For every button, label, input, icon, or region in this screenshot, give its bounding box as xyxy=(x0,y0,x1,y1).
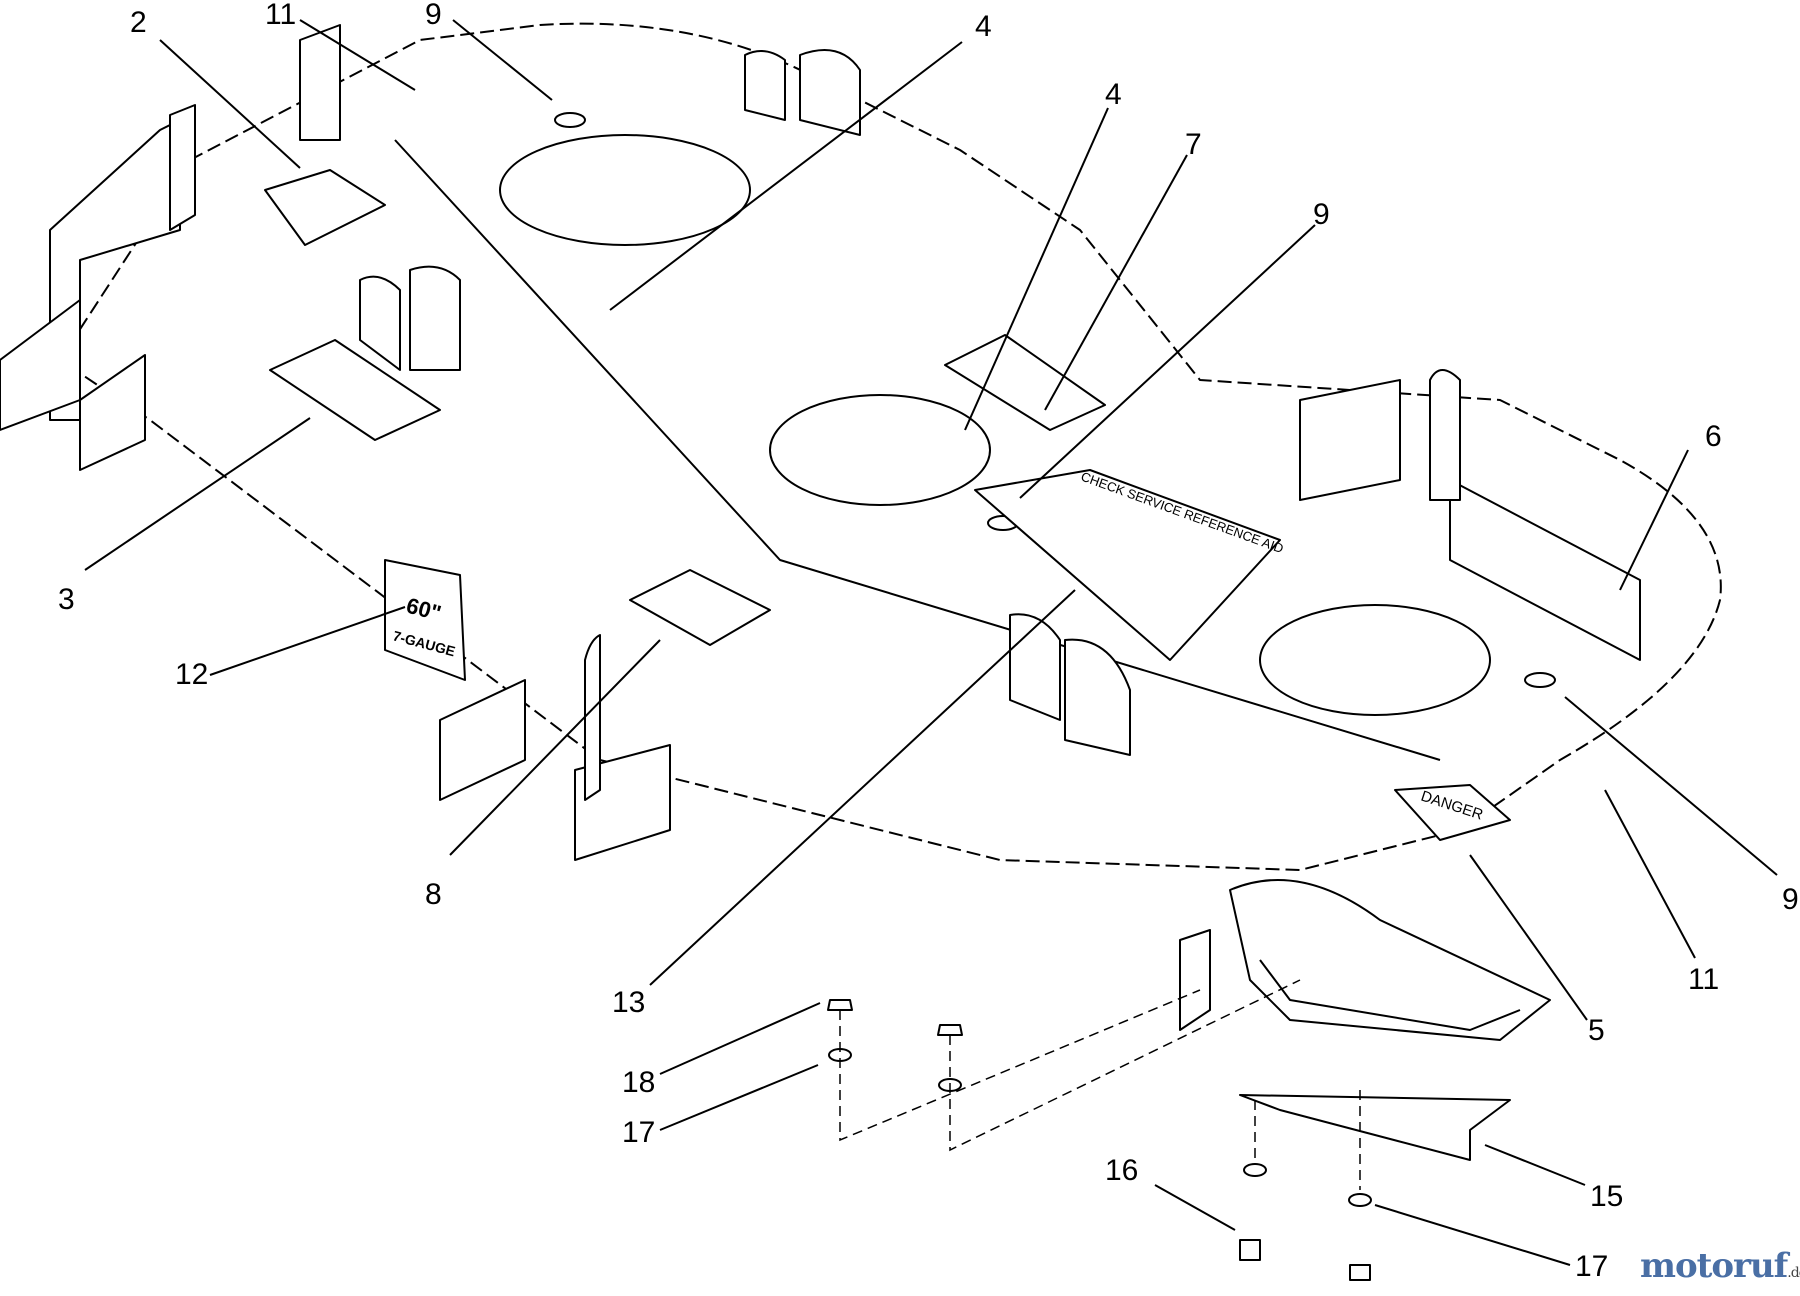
callout-9: 9 xyxy=(425,0,442,31)
callout-9: 9 xyxy=(1782,883,1799,916)
decal-8 xyxy=(629,569,771,646)
callout-16: 16 xyxy=(1105,1154,1139,1187)
callout-9: 9 xyxy=(1313,198,1330,231)
callout-2: 2 xyxy=(130,6,147,39)
callout-17: 17 xyxy=(622,1116,656,1149)
callout-4: 4 xyxy=(1105,78,1122,111)
watermark-logo: motoruf.de xyxy=(1640,1246,1800,1286)
callout-12: 12 xyxy=(175,658,209,691)
plug xyxy=(554,112,586,128)
callout-7: 7 xyxy=(1185,128,1202,161)
callout-18: 18 xyxy=(622,1066,656,1099)
callout-8: 8 xyxy=(425,878,442,911)
discharge-deflector xyxy=(1229,879,1551,1041)
callout-5: 5 xyxy=(1588,1014,1605,1047)
callout-11: 11 xyxy=(265,0,297,31)
decal-12 xyxy=(384,559,466,681)
decal-13 xyxy=(974,469,1281,661)
plug xyxy=(1524,672,1556,688)
decal-5-danger xyxy=(1394,784,1511,841)
spindle-opening xyxy=(1259,604,1491,716)
decal-2 xyxy=(264,169,386,246)
callout-15: 15 xyxy=(1590,1180,1624,1213)
callout-11: 11 xyxy=(1688,963,1720,996)
callout-13: 13 xyxy=(612,986,646,1019)
watermark-brand: motoruf xyxy=(1640,1246,1788,1286)
callout-6: 6 xyxy=(1705,420,1722,453)
callout-4: 4 xyxy=(975,10,992,43)
decal-3 xyxy=(269,339,441,441)
watermark-tld: .de xyxy=(1787,1265,1800,1281)
deflector-plate xyxy=(1239,1094,1511,1161)
callout-17: 17 xyxy=(1575,1250,1609,1283)
decal-7 xyxy=(944,334,1106,431)
left-hitch-bracket xyxy=(49,119,181,421)
spindle-opening xyxy=(769,394,991,506)
spindle-opening xyxy=(499,134,751,246)
callout-3: 3 xyxy=(58,583,75,616)
